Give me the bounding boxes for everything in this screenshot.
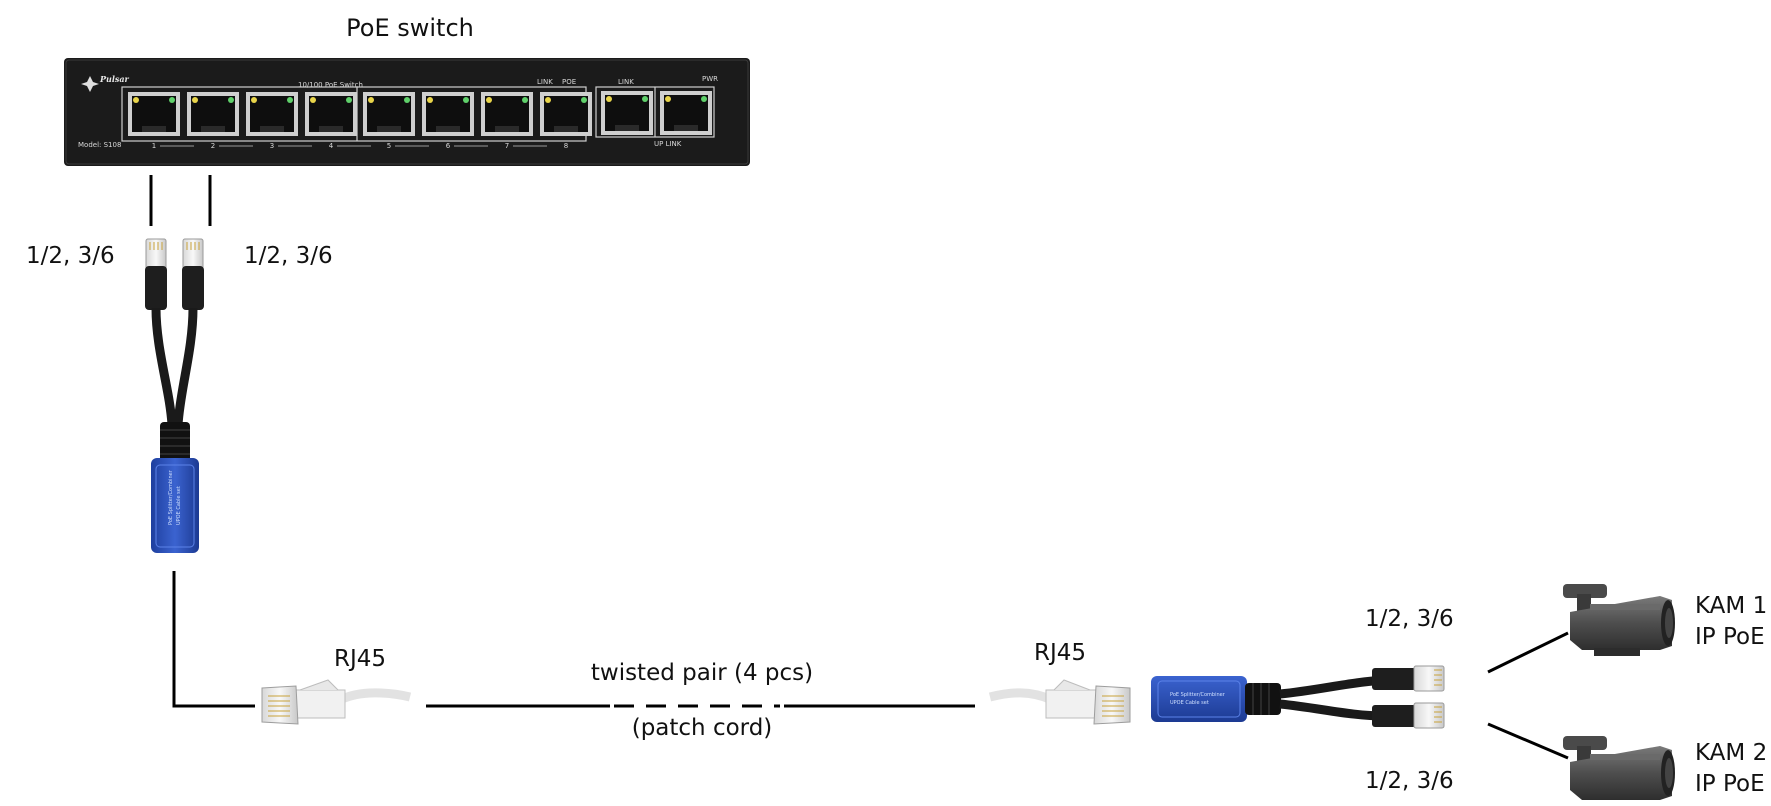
cam1-label-1: KAM 1 — [1695, 593, 1767, 619]
cam2-label-2: IP PoE — [1695, 771, 1765, 797]
switch-title: PoE switch — [346, 14, 474, 42]
wire-to-cam2 — [1487, 722, 1569, 760]
rj45-plug-left-patch — [261, 679, 412, 725]
cam1-label-2: IP PoE — [1695, 624, 1765, 650]
uplink-led-label: LINK — [618, 78, 634, 86]
splitter-left-text-1: PoE Splitter/Combiner — [168, 469, 174, 525]
port-number-3: 3 — [270, 142, 274, 150]
splitter-right: PoE Splitter/Combiner UPOE Cable set — [1151, 665, 1445, 729]
switch-panel-title: 10/100 PoE Switch — [298, 81, 363, 89]
uplink-ports — [601, 91, 712, 135]
rj45-plug-right-1 — [1372, 665, 1445, 692]
splitter-left: PoE Splitter/Combiner UPOE Cable set — [145, 238, 204, 553]
rj45-plug-right-patch — [988, 679, 1131, 725]
port-number-1: 1 — [152, 142, 156, 150]
switch-port-4 — [305, 92, 357, 136]
port-number-7: 7 — [505, 142, 509, 150]
switch-port-3 — [246, 92, 298, 136]
pairs-label-right-bottom: 1/2, 3/6 — [1365, 768, 1454, 794]
pairs-label-right-top: 1/2, 3/6 — [1365, 606, 1454, 632]
switch-ports — [128, 92, 592, 136]
switch-port-7 — [481, 92, 533, 136]
poe-switch: Pulsar 10/100 PoE Switch LINK POE LINK P… — [64, 58, 750, 166]
splitter-right-text-1: PoE Splitter/Combiner — [1170, 692, 1226, 698]
port-number-8: 8 — [564, 142, 568, 150]
rj45-plug-right-2 — [1372, 702, 1445, 729]
port-number-6: 6 — [446, 142, 451, 150]
pairs-label-left-1: 1/2, 3/6 — [26, 243, 115, 269]
uplink-label: UP LINK — [654, 140, 682, 148]
rj45-plug-left-2 — [182, 238, 204, 310]
port-number-4: 4 — [329, 142, 334, 150]
rj45-plug-left-1 — [145, 238, 167, 310]
cable-label-main: twisted pair (4 pcs) — [591, 660, 813, 686]
switch-model: Model: S108 — [78, 141, 121, 149]
switch-port-8 — [540, 92, 592, 136]
switch-port-5 — [363, 92, 415, 136]
rj45-label-right: RJ45 — [1034, 640, 1086, 666]
port-numbers: 1 2 3 4 5 6 7 8 — [152, 142, 568, 150]
uplink-pwr-label: PWR — [702, 75, 718, 83]
uplink-port-1 — [601, 91, 653, 135]
pairs-label-left-2: 1/2, 3/6 — [244, 243, 333, 269]
rj45-label-left: RJ45 — [334, 646, 386, 672]
cam2-label-1: KAM 2 — [1695, 740, 1767, 766]
ip-camera-2 — [1563, 736, 1675, 800]
splitter-left-text-2: UPOE Cable set — [176, 486, 182, 525]
switch-brand: Pulsar — [99, 74, 130, 84]
wire-to-cam1 — [1487, 631, 1569, 674]
splitter-right-text-2: UPOE Cable set — [1170, 700, 1209, 706]
cable-label-sub: (patch cord) — [632, 715, 773, 741]
switch-port-1 — [128, 92, 180, 136]
port-number-5: 5 — [387, 142, 391, 150]
switch-port-2 — [187, 92, 239, 136]
led-poe-label: POE — [562, 78, 576, 86]
ip-camera-1 — [1563, 584, 1675, 656]
led-link-label: LINK — [537, 78, 553, 86]
port-number-2: 2 — [211, 142, 215, 150]
switch-port-6 — [422, 92, 474, 136]
uplink-port-2 — [660, 91, 712, 135]
wire-splitter-to-rj45-left — [172, 571, 255, 708]
brand-star-icon — [81, 76, 99, 92]
